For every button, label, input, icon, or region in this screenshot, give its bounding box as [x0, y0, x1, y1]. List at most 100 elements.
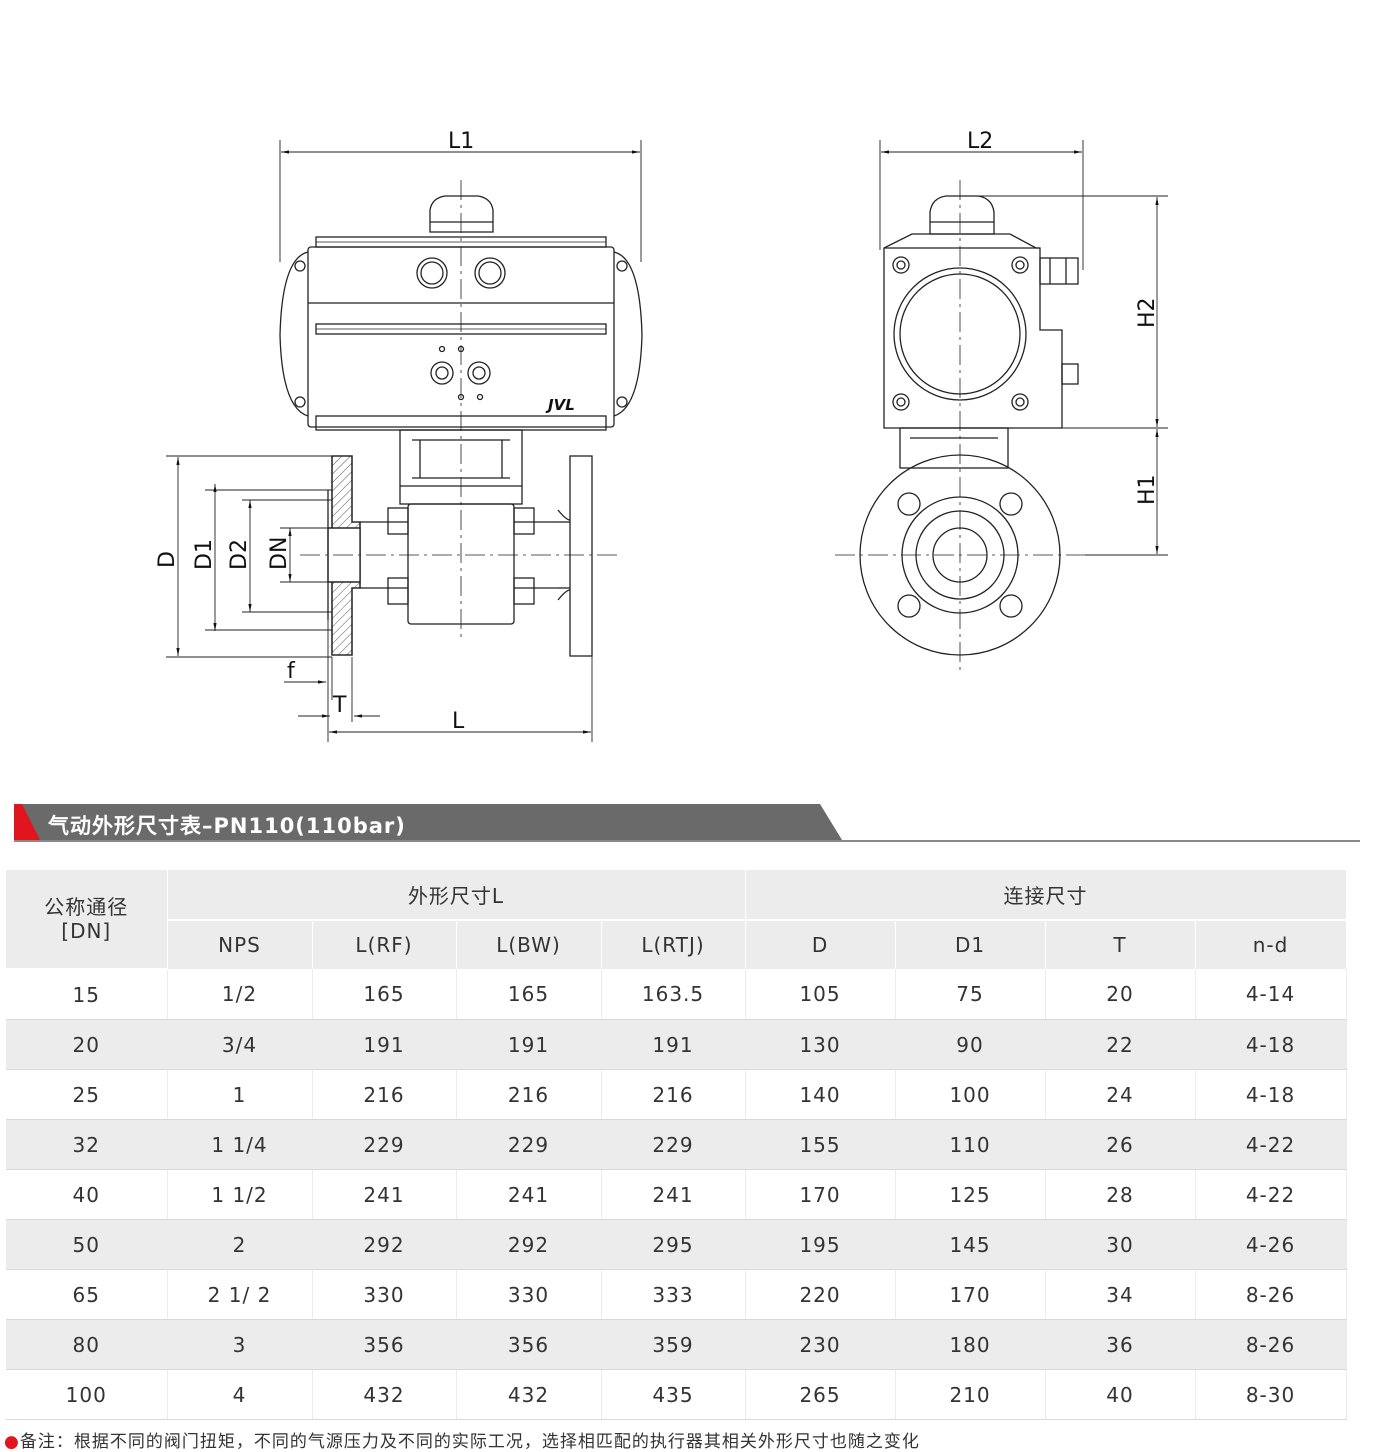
- table-cell: 1: [167, 1069, 313, 1120]
- table-cell: 34: [1045, 1269, 1196, 1320]
- table-cell: 130: [745, 1019, 896, 1070]
- table-cell: 230: [745, 1319, 896, 1370]
- table-cell: 2: [167, 1219, 313, 1270]
- footnote-bullet: ●: [4, 1432, 20, 1452]
- table-cell: 2 1/ 2: [167, 1269, 313, 1320]
- table-cell: 195: [745, 1219, 896, 1270]
- table-cell: 292: [456, 1219, 602, 1270]
- table-cell: 80: [6, 1319, 168, 1370]
- dim-label-l: L: [452, 709, 465, 734]
- table-cell: 24: [1045, 1069, 1196, 1120]
- table-cell: 30: [1045, 1219, 1196, 1270]
- table-cell: 20: [6, 1019, 168, 1070]
- section-banner: 气动外形尺寸表–PN110(110bar): [14, 804, 1360, 844]
- dim-label-h2: H2: [1135, 297, 1160, 328]
- dim-label-l1: L1: [448, 129, 474, 154]
- table-cell: 110: [895, 1119, 1046, 1170]
- table-cell: 241: [456, 1169, 602, 1220]
- banner-tab: [14, 804, 842, 840]
- table-cell: 40: [6, 1169, 168, 1220]
- table-cell: 4-18: [1195, 1069, 1347, 1120]
- table-cell: 241: [312, 1169, 457, 1220]
- table-cell: 100: [895, 1069, 1046, 1120]
- column-header: D: [745, 920, 896, 969]
- table-cell: 180: [895, 1319, 1046, 1370]
- table-cell: 75: [895, 969, 1046, 1020]
- table-cell: 65: [6, 1269, 168, 1320]
- table-cell: 22: [1045, 1019, 1196, 1070]
- table-cell: 210: [895, 1369, 1046, 1420]
- header-length-group: 外形尺寸L: [167, 870, 746, 921]
- table-cell: 28: [1045, 1169, 1196, 1220]
- table-cell: 220: [745, 1269, 896, 1320]
- dim-label-dn: DN: [267, 537, 292, 570]
- table-cell: 356: [312, 1319, 457, 1370]
- table-cell: 1/2: [167, 969, 313, 1020]
- column-header: L(BW): [456, 920, 602, 969]
- table-cell: 216: [456, 1069, 602, 1120]
- dim-label-t: T: [332, 693, 347, 718]
- dim-label-f: f: [287, 659, 296, 684]
- table-cell: 356: [456, 1319, 602, 1370]
- dim-label-l2: L2: [967, 129, 993, 154]
- table-cell: 8-30: [1195, 1369, 1347, 1420]
- table-cell: 241: [601, 1169, 746, 1220]
- column-header: n-d: [1195, 920, 1347, 969]
- table-cell: 333: [601, 1269, 746, 1320]
- table-cell: 4-26: [1195, 1219, 1347, 1270]
- table-cell: 1 1/4: [167, 1119, 313, 1170]
- table-cell: 165: [312, 969, 457, 1020]
- dim-label-d2: D2: [227, 539, 252, 570]
- table-cell: 265: [745, 1369, 896, 1420]
- table-cell: 216: [601, 1069, 746, 1120]
- header-nominal: 公称通径 [DN]: [6, 870, 168, 970]
- table-cell: 140: [745, 1069, 896, 1120]
- table-cell: 292: [312, 1219, 457, 1270]
- table-cell: 216: [312, 1069, 457, 1120]
- table-cell: 40: [1045, 1369, 1196, 1420]
- table-cell: 170: [895, 1269, 1046, 1320]
- table-cell: 4-22: [1195, 1169, 1347, 1220]
- table-cell: 25: [6, 1069, 168, 1120]
- valve-technical-drawing: JVL L1 L2 L f T D D1 D2 DN H2 H1: [155, 129, 1168, 742]
- table-cell: 4-22: [1195, 1119, 1347, 1170]
- brand-mark: JVL: [545, 396, 575, 414]
- table-cell: 36: [1045, 1319, 1196, 1370]
- table-cell: 3/4: [167, 1019, 313, 1070]
- table-cell: 4: [167, 1369, 313, 1420]
- column-header: L(RF): [312, 920, 457, 969]
- column-header: L(RTJ): [601, 920, 746, 969]
- table-cell: 8-26: [1195, 1319, 1347, 1370]
- footnote-text: 备注：根据不同的阀门扭矩，不同的气源压力及不同的实际工况，选择相匹配的执行器其相…: [19, 1432, 920, 1452]
- dim-label-d1: D1: [192, 539, 217, 570]
- section-title: 气动外形尺寸表–PN110(110bar): [48, 814, 406, 838]
- table-cell: 229: [601, 1119, 746, 1170]
- table-cell: 4-14: [1195, 969, 1347, 1020]
- header-nominal-label: 公称通径: [44, 895, 129, 919]
- column-header: D1: [895, 920, 1046, 969]
- table-cell: 1 1/2: [167, 1169, 313, 1220]
- table-cell: 330: [312, 1269, 457, 1320]
- table-cell: 191: [601, 1019, 746, 1070]
- table-cell: 90: [895, 1019, 1046, 1070]
- table-cell: 191: [456, 1019, 602, 1070]
- header-connection-group: 连接尺寸: [745, 870, 1347, 921]
- table-cell: 359: [601, 1319, 746, 1370]
- table-cell: 170: [745, 1169, 896, 1220]
- table-cell: 15: [6, 969, 168, 1020]
- table-cell: 165: [456, 969, 602, 1020]
- table-cell: 432: [312, 1369, 457, 1420]
- table-cell: 3: [167, 1319, 313, 1370]
- table-cell: 330: [456, 1269, 602, 1320]
- table-cell: 100: [6, 1369, 168, 1420]
- table-cell: 26: [1045, 1119, 1196, 1170]
- table-cell: 4-18: [1195, 1019, 1347, 1070]
- table-cell: 163.5: [601, 969, 746, 1020]
- table-cell: 155: [745, 1119, 896, 1170]
